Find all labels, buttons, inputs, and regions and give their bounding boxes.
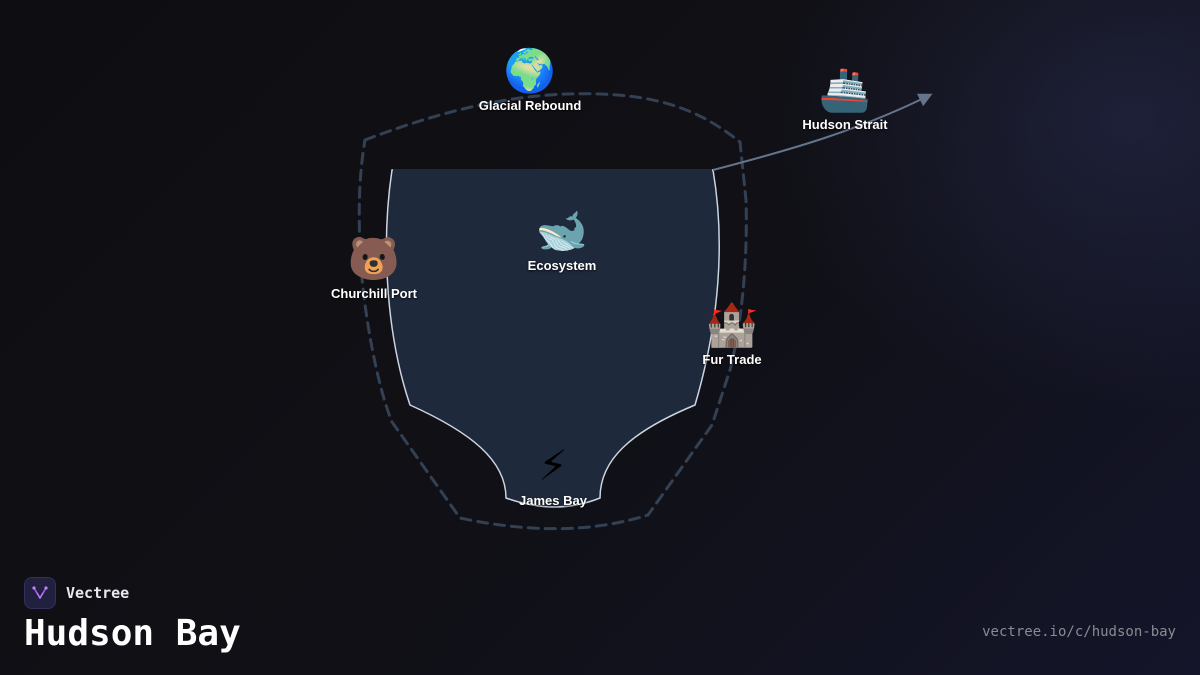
node-label: Fur Trade <box>702 352 762 367</box>
node-ecosystem: 🐋 Ecosystem <box>528 206 597 273</box>
ship-icon: 🚢 <box>818 66 872 113</box>
dashed-outline <box>357 92 748 531</box>
node-label: Churchill Port <box>331 286 417 301</box>
page-title: Hudson Bay <box>24 613 241 654</box>
vectree-logo-icon <box>24 577 56 609</box>
node-fur-trade: 🏰 Fur Trade <box>702 300 761 367</box>
bear-icon: 🐻 <box>347 235 401 282</box>
node-label: Glacial Rebound <box>478 98 582 113</box>
source-url[interactable]: vectree.io/c/hudson-bay <box>982 624 1176 640</box>
node-glacial-rebound: 🌍 Glacial Rebound <box>479 46 582 113</box>
lightning-icon: ⚡ <box>538 442 568 489</box>
whale-icon: 🐋 <box>535 207 589 254</box>
brand-name: Vectree <box>66 584 130 602</box>
brand: Vectree <box>24 577 129 609</box>
node-label: James Bay <box>519 493 587 508</box>
node-label: Ecosystem <box>527 258 597 273</box>
node-label: Hudson Strait <box>802 117 888 132</box>
node-churchill-port: 🐻 Churchill Port <box>331 234 417 301</box>
globe-icon: 🌍 <box>503 47 557 94</box>
node-james-bay: ⚡ James Bay <box>519 441 587 508</box>
castle-icon: 🏰 <box>705 301 759 348</box>
bay-shape <box>385 169 720 508</box>
node-hudson-strait: 🚢 Hudson Strait <box>802 65 887 132</box>
strait-arrow <box>712 93 933 171</box>
